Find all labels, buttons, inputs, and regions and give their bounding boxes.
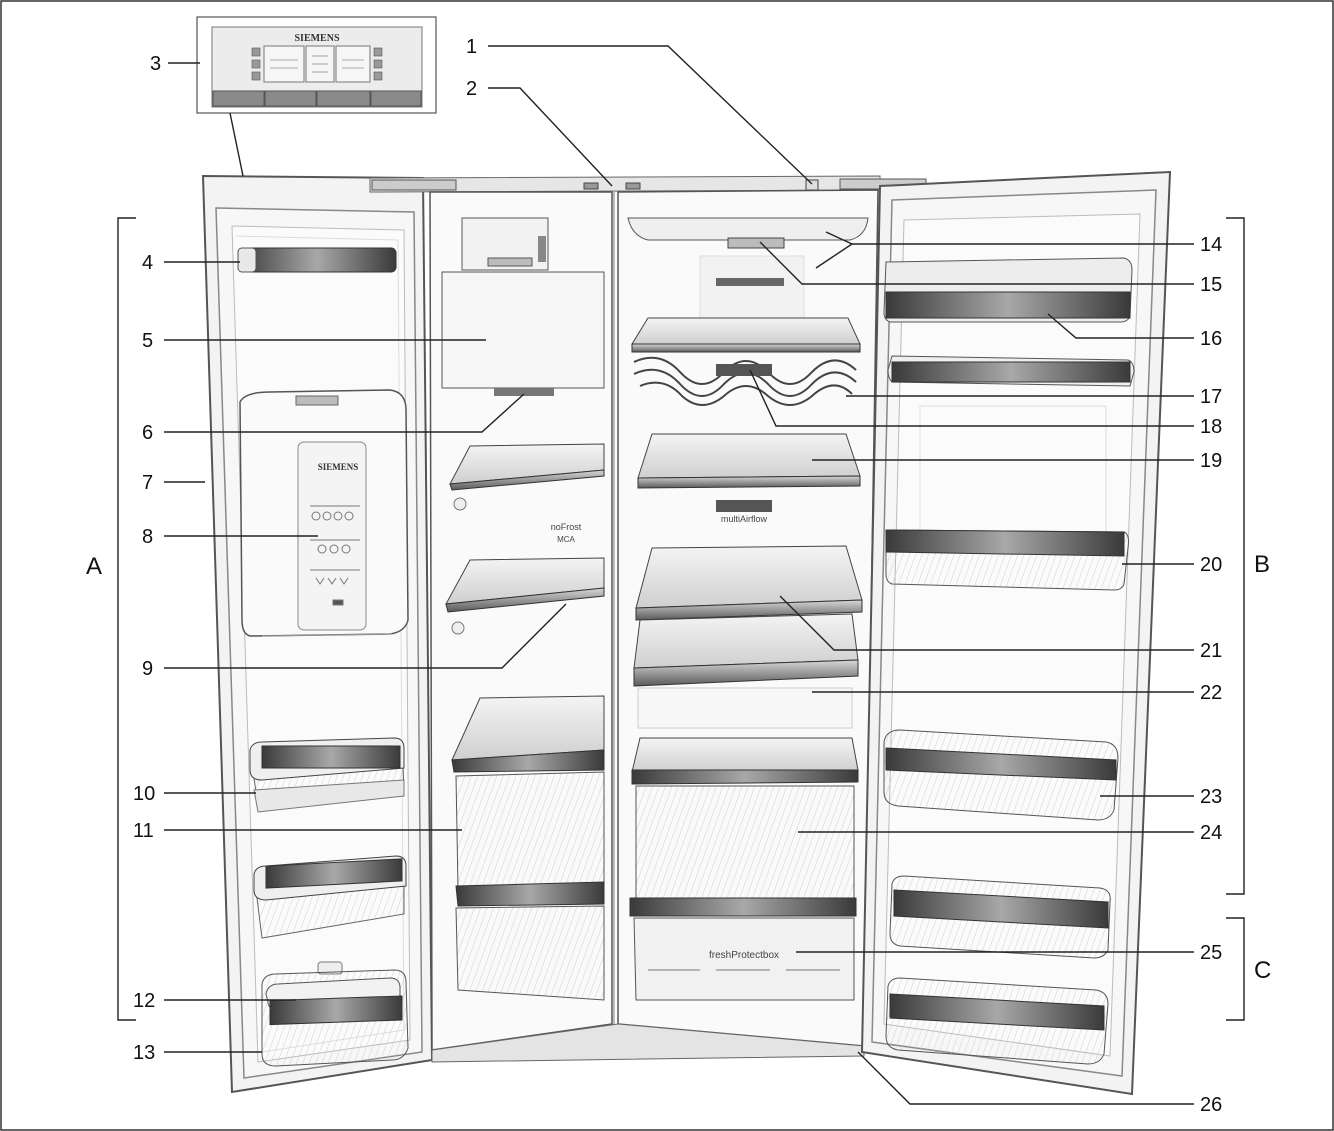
callout-16: 16 (1200, 328, 1222, 350)
callout-7: 7 (142, 472, 153, 494)
nofrost-sublabel: MCA (557, 535, 575, 544)
callout-18: 18 (1200, 416, 1222, 438)
door-bin-upper (887, 355, 1135, 387)
dispenser-housing: SIEMENS (239, 389, 409, 637)
door-bin-lower-right (889, 875, 1111, 959)
ice-maker (441, 217, 605, 396)
fridge-shelf-19: multiAirflow (637, 433, 861, 524)
callout-12: 12 (133, 990, 155, 1012)
group-c-label: C (1254, 957, 1271, 984)
callout-20: 20 (1200, 554, 1222, 576)
fridge-shelf-22 (633, 613, 859, 729)
panel-button-row (212, 90, 422, 107)
fridge-shelf-21 (635, 545, 863, 621)
callout-5: 5 (142, 330, 153, 352)
group-brackets (117, 217, 1245, 1021)
door-bin-bottom-right (885, 977, 1109, 1065)
door-shelf-top-left (237, 247, 397, 273)
callout-24: 24 (1200, 822, 1222, 844)
control-panel-inset: SIEMENS (196, 16, 437, 177)
callout-13: 13 (133, 1042, 155, 1064)
freezer-shelf-3 (451, 695, 605, 773)
freshprotect-label: freshProtectbox (709, 950, 779, 961)
door-shelf-bottom-left (261, 961, 409, 1067)
freezer-drawer-upper (455, 771, 605, 907)
leader-lines (164, 45, 1194, 1105)
panel-button-3[interactable] (316, 90, 371, 107)
freezer-shelf-1: noFrost MCA (449, 443, 605, 544)
callout-22: 22 (1200, 682, 1222, 704)
crisper-drawer (629, 737, 859, 917)
callout-11: 11 (133, 820, 154, 842)
door-bin-20 (885, 529, 1129, 591)
callout-23: 23 (1200, 786, 1222, 808)
group-letters: A B C (86, 551, 1271, 984)
callout-4: 4 (142, 252, 153, 274)
door-bin-16 (883, 257, 1133, 323)
callout-14: 14 (1200, 234, 1222, 256)
callout-21: 21 (1200, 640, 1222, 662)
fridge-shelf-wine (631, 317, 861, 406)
callout-numbers: 1 2 3 4 5 6 7 8 9 10 11 12 13 14 15 16 1… (133, 36, 1222, 1116)
freezer-drawer-lower (455, 905, 605, 1001)
callout-25: 25 (1200, 942, 1222, 964)
callout-10: 10 (133, 783, 155, 805)
door-shelf-middle-left (253, 855, 407, 939)
freezer-shelf-2 (445, 557, 605, 635)
multiairflow-label: multiAirflow (721, 514, 768, 524)
callout-1: 1 (466, 36, 477, 58)
panel-button-1[interactable] (212, 90, 265, 107)
callout-26: 26 (1200, 1094, 1222, 1116)
callout-2: 2 (466, 78, 477, 100)
group-b-label: B (1254, 551, 1270, 578)
callout-15: 15 (1200, 274, 1222, 296)
group-a-label: A (86, 553, 102, 580)
panel-button-2[interactable] (264, 90, 317, 107)
nofrost-label: noFrost (551, 522, 582, 532)
callout-9: 9 (142, 658, 153, 680)
callout-17: 17 (1200, 386, 1222, 408)
callout-3: 3 (150, 53, 161, 75)
callout-6: 6 (142, 422, 153, 444)
panel-button-4[interactable] (370, 90, 422, 107)
fridge-light (627, 217, 869, 323)
callout-19: 19 (1200, 450, 1222, 472)
right-door (860, 170, 1172, 1096)
door-shelf-10 (249, 737, 405, 813)
callout-8: 8 (142, 526, 153, 548)
door-bin-23 (883, 729, 1119, 821)
panel-brand: SIEMENS (294, 33, 339, 44)
fresh-protect-box: freshProtectbox (633, 917, 855, 1001)
dispenser-brand: SIEMENS (318, 462, 359, 472)
